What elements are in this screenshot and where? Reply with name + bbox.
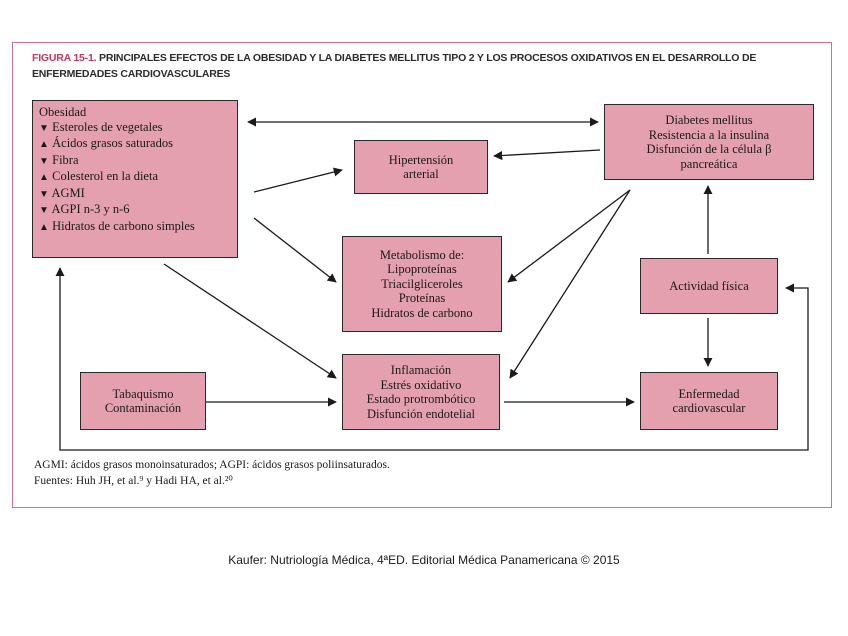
inflammation-line-3: Estado protrombótico [366, 392, 476, 406]
arrow-obesity-metabolism [253, 217, 337, 283]
figure-number: FIGURA 15-1. [32, 52, 97, 64]
arrow-diabetes-metabolism [507, 189, 631, 283]
hypertension-line-2: arterial [403, 167, 439, 181]
figure-frame [12, 42, 832, 508]
cvd-line-1: Enfermedad [678, 386, 740, 401]
arrow-obesity-hypertension [253, 167, 343, 193]
obesity-heading: Obesidad [39, 105, 87, 119]
obesity-factor-text: AGPI n-3 y n-6 [51, 202, 130, 216]
inflammation-line-4: Disfunción endotelial [367, 406, 475, 421]
obesity-factor-text: Hidratos de carbono simples [52, 218, 195, 233]
footnote-abbreviations: AGMI: ácidos grasos monoinsaturados; AGP… [34, 459, 390, 471]
smoking-line-1: Tabaquismo [112, 386, 174, 401]
metabolism-line-1: Metabolismo de: [379, 247, 465, 262]
obesity-factor-list: ▼ Esteroles de vegetales▲ Ácidos grasos … [39, 120, 231, 236]
cardiovascular-disease-box: Enfermedad cardiovascular [640, 372, 778, 430]
obesity-factor-item: ▲ Ácidos grasos saturados [39, 136, 231, 153]
arrow-down-icon: ▼ [39, 122, 49, 134]
obesity-factor-item: ▲ Hidratos de carbono simples [39, 219, 231, 236]
obesity-box: Obesidad ▼ Esteroles de vegetales▲ Ácido… [32, 100, 238, 258]
inflammation-box: Inflamación Estrés oxidativo Estado prot… [342, 354, 500, 430]
obesity-factor-text: Fibra [52, 152, 79, 167]
arrow-up-icon: ▲ [39, 139, 49, 150]
inflammation-line-2: Estrés oxidativo [380, 377, 462, 392]
obesity-factor-item: ▼ AGMI [39, 186, 231, 203]
arrow-diabetes-hypertension [493, 149, 601, 161]
footnote-sources: Fuentes: Huh JH, et al.⁹ y Hadi HA, et a… [34, 475, 233, 487]
arrow-diabetes-inflammation [509, 189, 631, 379]
source-credit: Kaufer: Nutriología Médica, 4ªED. Editor… [228, 553, 620, 567]
arrow-down-icon: ▼ [39, 205, 49, 216]
arrow-down-icon: ▼ [39, 155, 49, 167]
obesity-factor-text: Ácidos grasos saturados [52, 136, 173, 150]
arrow-feedback-activity [55, 267, 809, 451]
hypertension-box: Hipertensión arterial [354, 140, 488, 194]
obesity-factor-item: ▼ Fibra [39, 153, 231, 170]
diabetes-box: Diabetes mellitus Resistencia a la insul… [604, 104, 814, 180]
metabolism-line-5: Hidratos de carbono [371, 305, 473, 320]
obesity-factor-text: AGMI [51, 185, 85, 200]
metabolism-line-4: Proteínas [398, 291, 446, 306]
arrow-up-icon: ▲ [39, 221, 49, 233]
cvd-line-2: cardiovascular [672, 401, 746, 415]
inflammation-line-1: Inflamación [390, 363, 452, 377]
arrow-obesity-inflammation [163, 263, 337, 379]
diabetes-line-4: pancreática [680, 156, 738, 171]
smoking-line-2: Contaminación [104, 401, 182, 415]
figure-title-text: PRINCIPALES EFECTOS DE LA OBESIDAD Y LA … [32, 52, 757, 80]
hypertension-line-1: Hipertensión [388, 152, 454, 167]
obesity-factor-text: Colesterol en la dieta [52, 169, 158, 183]
diabetes-line-3: Disfunción de la célula β [646, 142, 772, 156]
arrow-up-icon: ▲ [39, 172, 49, 183]
obesity-factor-item: ▼ AGPI n-3 y n-6 [39, 202, 231, 219]
figure-title: FIGURA 15-1. PRINCIPALES EFECTOS DE LA O… [32, 50, 812, 82]
arrow-down-icon: ▼ [39, 188, 49, 200]
obesity-factor-text: Esteroles de vegetales [52, 119, 163, 134]
obesity-factor-item: ▲ Colesterol en la dieta [39, 169, 231, 186]
obesity-factor-item: ▼ Esteroles de vegetales [39, 120, 231, 137]
diabetes-line-2: Resistencia a la insulina [648, 127, 770, 142]
diabetes-line-1: Diabetes mellitus [665, 113, 753, 127]
smoking-box: Tabaquismo Contaminación [80, 372, 206, 430]
